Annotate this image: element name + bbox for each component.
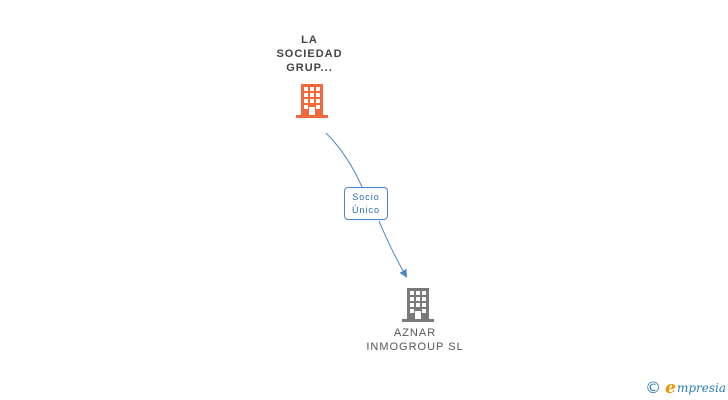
parent-label-line-2: SOCIEDAD [276, 48, 343, 60]
child-company-label[interactable]: AZNAR INMOGROUP SL [355, 326, 475, 354]
parent-label-line-3: GRUP... [286, 62, 333, 74]
relation-label-line-2: Único [351, 205, 380, 215]
building-icon[interactable] [295, 83, 329, 119]
relation-label-box[interactable]: Socio Único [344, 187, 388, 220]
brand-logo-text: mpresia [676, 381, 726, 395]
child-label-line-1: AZNAR [393, 327, 437, 339]
relation-label-line-1: Socio [352, 192, 380, 202]
child-label-line-2: INMOGROUP SL [366, 341, 464, 353]
parent-company-label[interactable]: LA SOCIEDAD GRUP... [252, 33, 367, 75]
copyright-icon: © [645, 378, 662, 397]
edge-relation-to-child [378, 220, 408, 278]
building-icon[interactable] [401, 287, 435, 323]
parent-label-line-1: LA [301, 34, 318, 46]
edge-parent-to-relation [325, 132, 363, 188]
brand-watermark: © e mpresia [645, 379, 726, 397]
brand-logo-initial: e [665, 378, 676, 398]
